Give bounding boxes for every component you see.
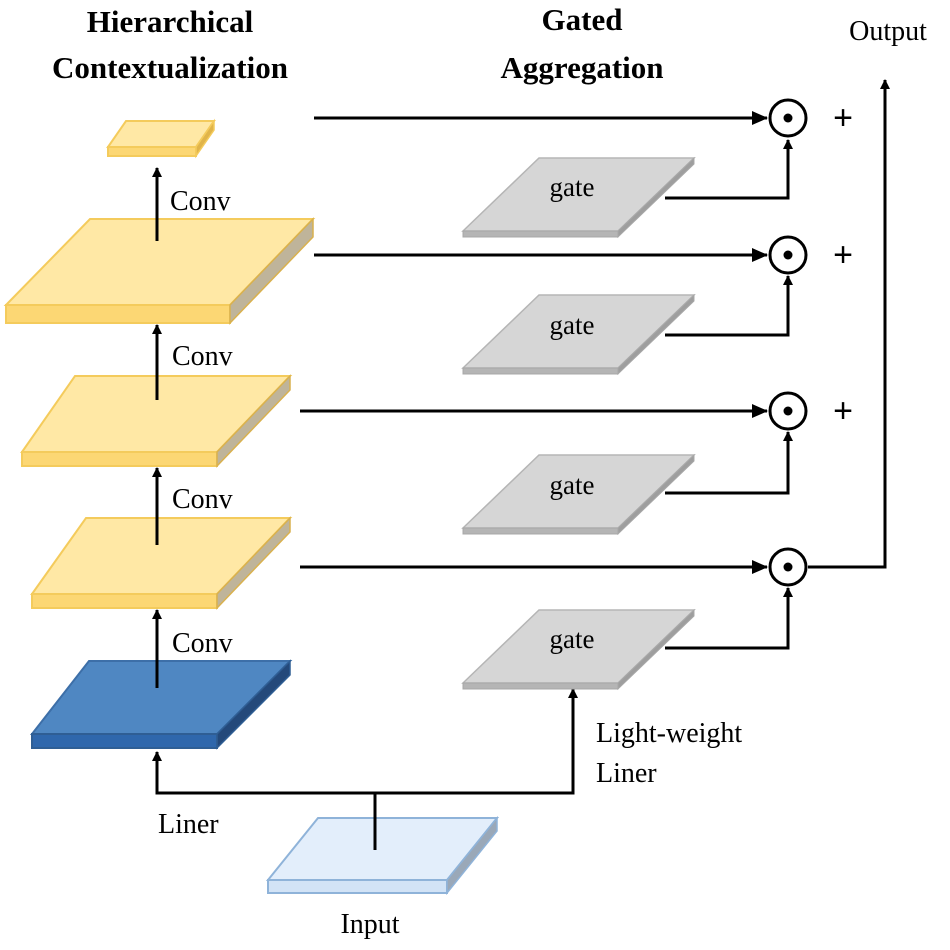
context-layer-top [106,118,216,159]
light-weight-label-line1: Light-weight [596,718,742,749]
gate-arrow-3 [665,431,793,495]
modulation-operator-3 [768,391,808,431]
gate-arrow-4 [665,587,793,650]
plus-sign-1: + [833,99,853,137]
context-layer-1 [3,217,316,325]
gate-3: gate [461,453,696,536]
conv-label-1: Conv [170,186,231,217]
liner-arrow [152,751,377,850]
gate-label-3: gate [550,470,595,500]
context-layer-3 [30,516,293,610]
modulation-operator-4 [768,547,808,587]
gate-label-2: gate [550,310,595,340]
liner-label: Liner [158,809,219,840]
input-layer [265,815,500,896]
conv-label-3: Conv [172,484,233,515]
header-hierarchical-line1: Hierarchical [87,4,254,39]
header-gated-line1: Gated [542,2,623,37]
gate-1: gate [461,156,696,239]
plus-sign-2: + [833,236,853,274]
base-layer-blue [29,659,293,750]
conv-label-2: Conv [172,341,233,372]
header-hierarchical-line2: Contextualization [52,50,288,85]
gate-4: gate [461,608,696,691]
modulation-operator-2 [768,235,808,275]
light-weight-label-line2: Liner [596,758,657,789]
context-layer-2 [20,374,293,468]
header-gated-line2: Aggregation [500,50,663,85]
input-label: Input [340,909,399,940]
light-weight-liner-arrow [375,688,578,795]
conv-label-4: Conv [172,628,233,659]
modulation-operator-1 [768,98,808,138]
gate-2: gate [461,293,696,376]
output-label: Output [849,16,927,47]
gate-arrow-2 [665,275,793,337]
output-arrow [808,79,890,569]
gate-arrow-1 [665,139,793,200]
plus-sign-3: + [833,392,853,430]
gate-label-4: gate [550,624,595,654]
gate-label-1: gate [550,172,595,202]
